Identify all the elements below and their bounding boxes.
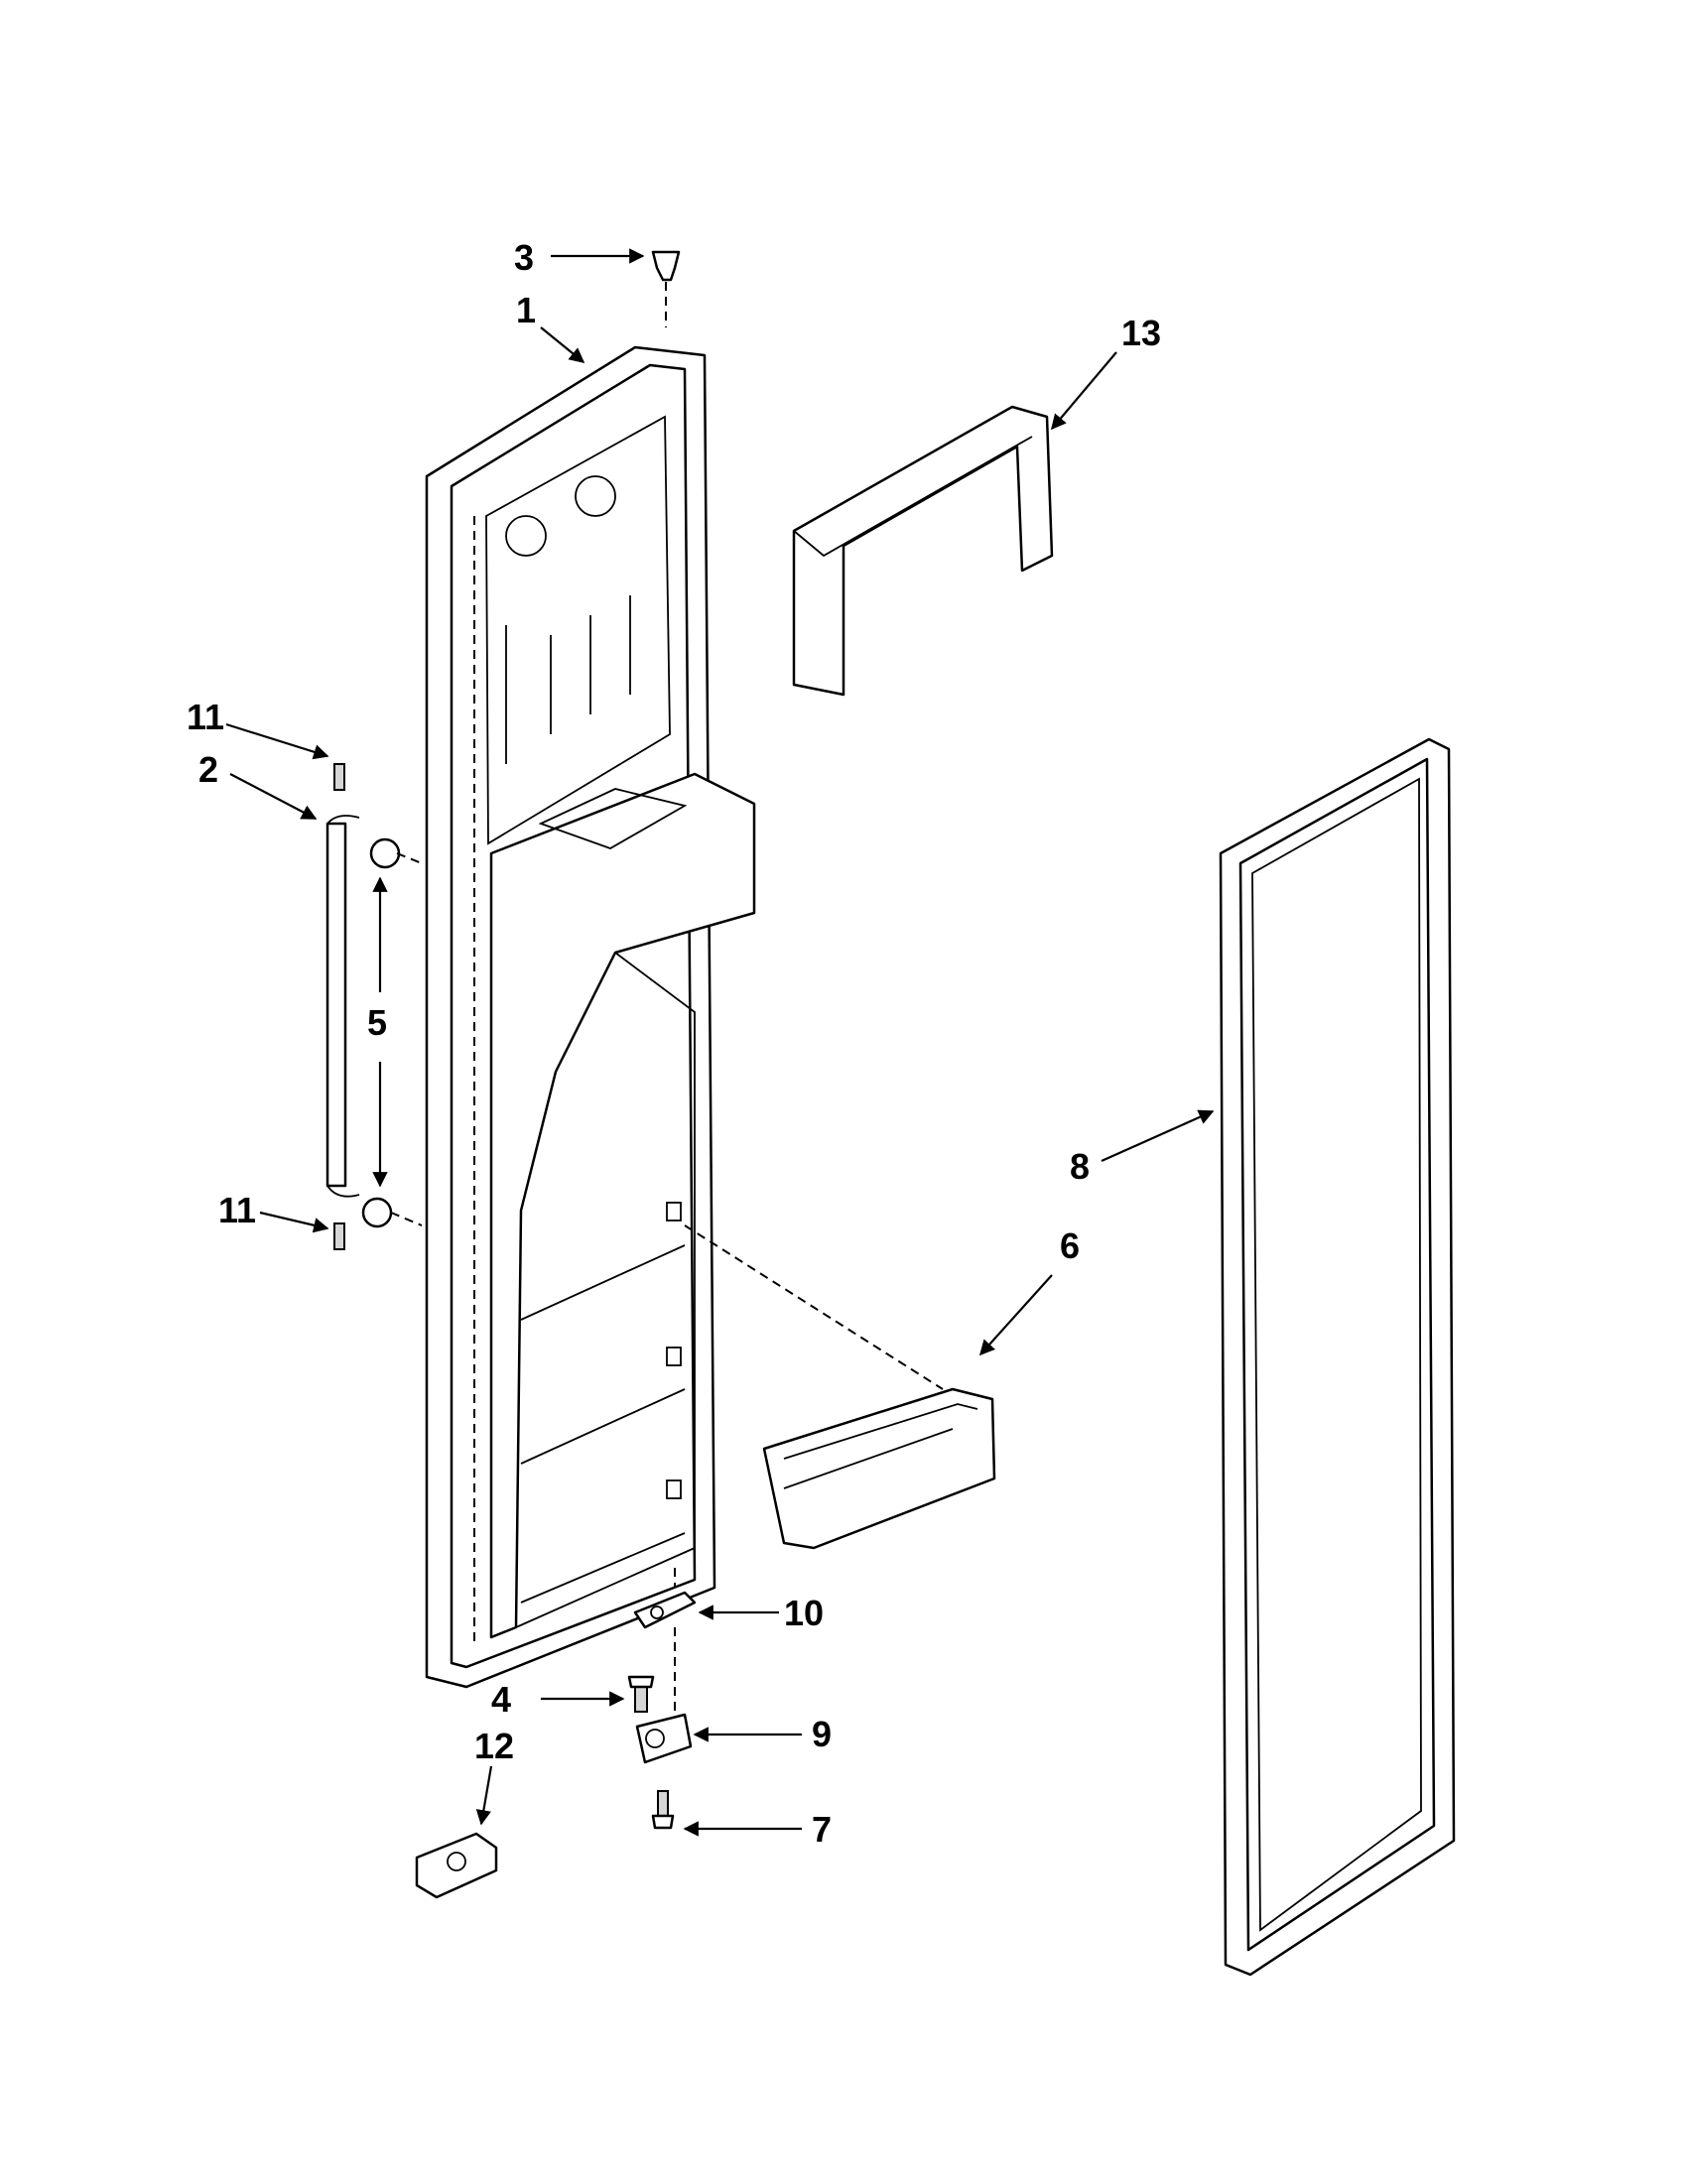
callout-5: 5: [367, 1002, 387, 1043]
hinge-bottom-screw: [651, 1790, 675, 1830]
door-panel: [425, 345, 756, 1689]
callout-3: 3: [514, 237, 534, 278]
callout-7: 7: [812, 1809, 832, 1850]
callout-8: 8: [1070, 1146, 1090, 1187]
handle-screws: [333, 763, 345, 1250]
callout-11-bottom: 11: [218, 1190, 256, 1230]
leader-lines: [225, 248, 1215, 1837]
callout-9: 9: [812, 1714, 832, 1754]
hinge-bushing: [651, 250, 681, 327]
callout-4: 4: [491, 1679, 511, 1720]
door-hinge: [635, 1627, 693, 1764]
dispenser-door-cap: [792, 405, 1054, 697]
callout-12: 12: [474, 1726, 514, 1766]
door-handle: [325, 815, 360, 1198]
callout-1: 1: [516, 290, 536, 330]
callout-10: 10: [784, 1593, 824, 1633]
door-bin: [684, 1224, 996, 1550]
callout-11-top: 11: [187, 697, 224, 737]
hinge-cover: [415, 1832, 498, 1899]
door-gasket: [1219, 737, 1456, 1977]
hinge-screw: [627, 1675, 655, 1713]
callout-13: 13: [1121, 313, 1161, 353]
handle-spacers: [361, 837, 423, 1228]
callout-6: 6: [1060, 1225, 1080, 1266]
callout-2: 2: [198, 749, 218, 790]
bottom-hinge-bracket: [633, 1568, 697, 1629]
